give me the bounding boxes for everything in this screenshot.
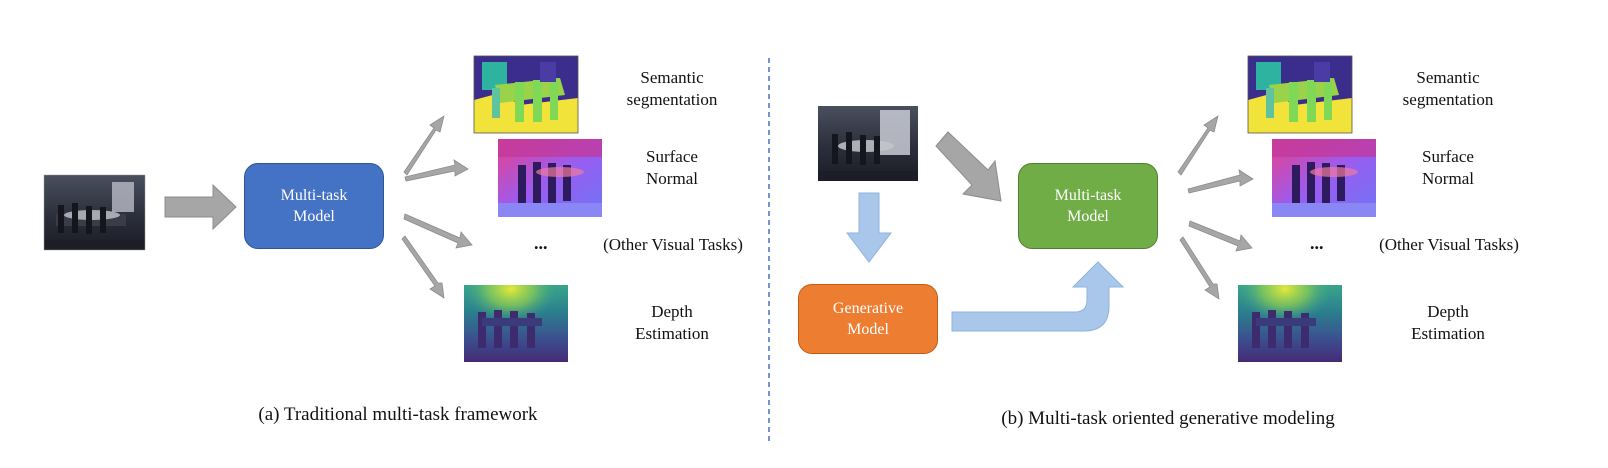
semantic-image-left (473, 55, 579, 134)
label-semantic-left: Semantic segmentation (626, 68, 718, 109)
input-image-right (818, 106, 918, 181)
multitask-model-box-right: Multi-task Model (1018, 163, 1158, 249)
ellipsis-left: ... (534, 233, 548, 253)
ellipsis-right: ... (1310, 233, 1324, 253)
input-image-left (43, 174, 146, 251)
semantic-image-right (1247, 55, 1353, 134)
label-semantic-right: Semantic segmentation (1402, 68, 1494, 109)
label-other-left: (Other Visual Tasks) (603, 235, 743, 254)
caption-right: (b) Multi-task oriented generative model… (1001, 408, 1335, 429)
arrow-input-to-model-left (164, 183, 237, 231)
generative-model-box: Generative Model (798, 284, 938, 354)
arrow-generative-to-model (951, 261, 1125, 332)
normal-image-left (498, 139, 602, 217)
depth-image-right (1238, 285, 1342, 362)
fan-arrows-left (401, 115, 473, 299)
label-normal-left: Surface Normal (646, 147, 698, 188)
normal-image-right (1272, 139, 1376, 217)
caption-left: (a) Traditional multi-task framework (258, 404, 538, 425)
label-depth-left: Depth Estimation (635, 302, 709, 343)
label-other-right: (Other Visual Tasks) (1379, 235, 1519, 254)
fan-arrows-right (1177, 115, 1254, 300)
arrow-input-to-generative (845, 192, 893, 263)
depth-image-left (464, 285, 568, 362)
arrow-input-to-model-right (935, 131, 1002, 202)
label-depth-right: Depth Estimation (1411, 302, 1485, 343)
multitask-model-box-left: Multi-task Model (244, 163, 384, 249)
label-normal-right: Surface Normal (1422, 147, 1474, 188)
